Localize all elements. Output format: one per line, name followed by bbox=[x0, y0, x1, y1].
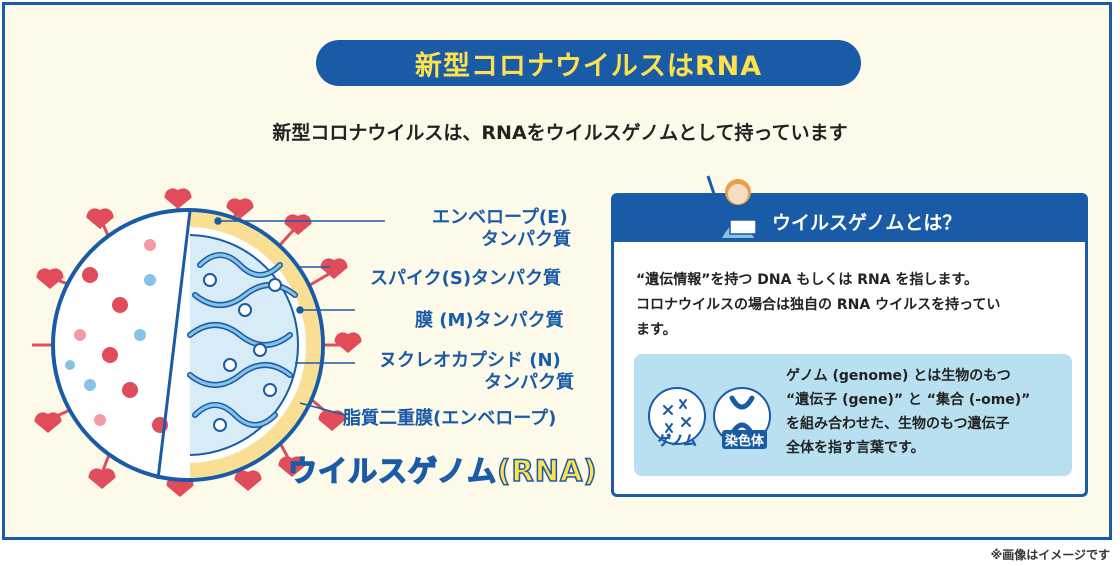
label-envelope-protein: エンベロープ(E) bbox=[432, 207, 568, 228]
sub-line1: ゲノム (genome) とは生物のもつ bbox=[786, 368, 1011, 384]
nucleocapsid-proteins bbox=[203, 273, 282, 432]
subtitle: 新型コロナウイルスは、RNAをウイルスゲノムとして持っています bbox=[272, 122, 848, 144]
label-nucleocapsid-2: タンパク質 bbox=[484, 372, 574, 393]
label-viral-genome: ウイルスゲノム(RNA) bbox=[287, 453, 598, 489]
icon-chromosome-label: 染色体 bbox=[722, 430, 768, 449]
sub-line4: 全体を指す言葉です。 bbox=[786, 440, 925, 456]
panel-header: ウイルスゲノムとは？ bbox=[614, 196, 1085, 242]
leader-lines bbox=[214, 217, 385, 416]
explanation-panel: ウイルスゲノムとは？ “遺伝情報”を持つ DNA もしくは RNA を指します。… bbox=[611, 193, 1088, 497]
panel-body-line1: “遺伝情報”を持つ DNA もしくは RNA を指します。 bbox=[636, 272, 979, 288]
genome-chromosome-icons bbox=[648, 387, 771, 445]
footnote: ※画像はイメージです bbox=[990, 548, 1110, 562]
sub-line2: “遺伝子 (gene)” と “集合 (-ome)” bbox=[786, 392, 1031, 408]
label-envelope-protein-2: タンパク質 bbox=[481, 229, 571, 250]
panel-body: “遺伝情報”を持つ DNA もしくは RNA を指します。 コロナウイルスの場合… bbox=[636, 268, 1000, 343]
genome-definition-text: ゲノム (genome) とは生物のもつ “遺伝子 (gene)” と “集合 … bbox=[786, 364, 1030, 460]
panel-heading: ウイルスゲノムとは？ bbox=[772, 212, 962, 234]
teacher-illustration bbox=[706, 175, 757, 238]
genome-definition-box: ゲノム 染色体 ゲノム (genome) とは生物のもつ “遺伝子 (gene)… bbox=[634, 354, 1072, 476]
label-membrane-protein: 膜 (M)タンパク質 bbox=[415, 310, 564, 331]
label-lipid-bilayer: 脂質二重膜(エンベロープ) bbox=[343, 408, 557, 429]
sub-line3: を組み合わせた、生物のもつ遺伝子 bbox=[786, 416, 1010, 432]
panel-body-line3: ます。 bbox=[636, 322, 677, 338]
icon-genome-label: ゲノム bbox=[658, 434, 697, 450]
label-spike-protein: スパイク(S)タンパク質 bbox=[370, 268, 562, 289]
genome-icon bbox=[663, 399, 691, 433]
label-nucleocapsid: ヌクレオカプシド (N) bbox=[379, 350, 561, 371]
virus-diagram bbox=[32, 188, 385, 497]
panel-body-line2: コロナウイルスの場合は独自の RNA ウイルスを持ってい bbox=[636, 297, 1001, 313]
page-title: 新型コロナウイルスはRNA bbox=[414, 50, 763, 82]
title-banner: 新型コロナウイルスはRNA bbox=[316, 40, 861, 86]
